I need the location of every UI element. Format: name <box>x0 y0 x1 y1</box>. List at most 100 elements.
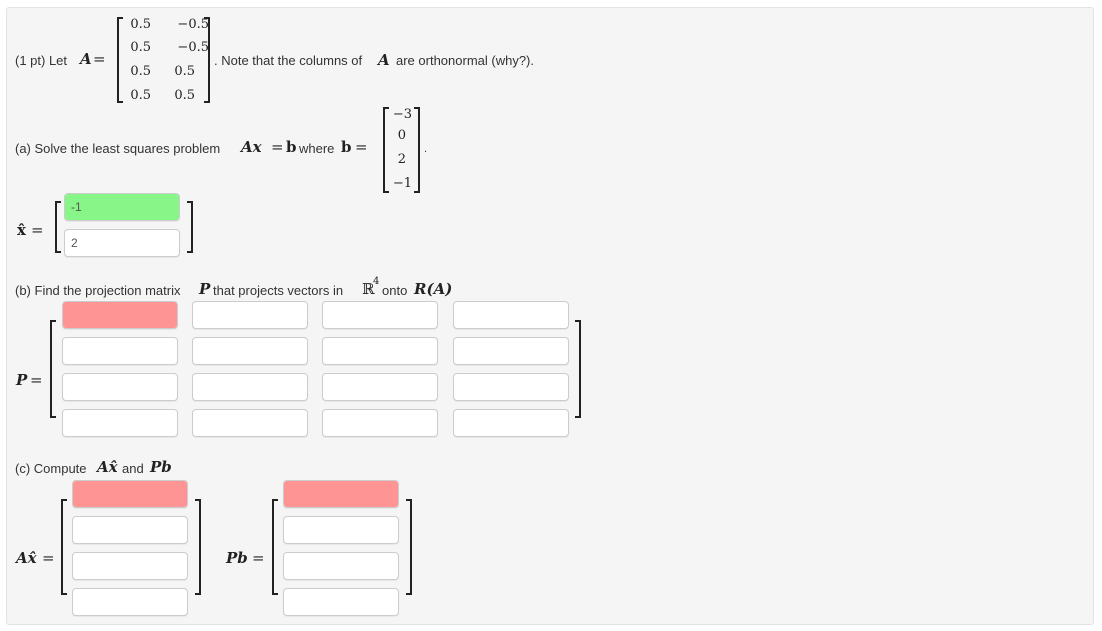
vector-b-cell: 2 <box>397 152 406 167</box>
matrix-a-cell: −0.5 <box>177 40 209 55</box>
ax-entry-4-input[interactable] <box>73 589 187 615</box>
p-entry-1-2[interactable] <box>192 301 308 329</box>
part-c-and: and <box>122 461 144 476</box>
p-entry-4-3[interactable] <box>322 409 438 437</box>
part-b-middle: that projects vectors in <box>213 283 344 298</box>
ax-entry-2[interactable] <box>72 516 188 544</box>
xhat-entry-1[interactable] <box>64 193 180 221</box>
part-c-prefix: (c) Compute <box>15 461 87 476</box>
p-entry-1-1-input[interactable] <box>63 302 177 328</box>
ax-entry-1-input[interactable] <box>73 481 187 507</box>
matrix-a-cell: 0.5 <box>174 64 195 79</box>
p-entry-1-3-input[interactable] <box>323 302 437 328</box>
p-entry-3-2[interactable] <box>192 373 308 401</box>
ax-label: Ax̂ <box>16 549 37 567</box>
pb-entry-4[interactable] <box>283 588 399 616</box>
matrix-a-cell: 0.5 <box>174 88 195 103</box>
ax-right-bracket <box>195 499 201 595</box>
matrix-a-cell: −0.5 <box>177 17 209 32</box>
part-c-expr1: Ax̂ <box>97 458 118 476</box>
p-entry-2-2[interactable] <box>192 337 308 365</box>
ax-left-bracket <box>61 499 67 595</box>
p-entry-4-2[interactable] <box>192 409 308 437</box>
p-entry-4-1[interactable] <box>62 409 178 437</box>
p-entry-3-1-input[interactable] <box>63 374 177 400</box>
matrix-a-cell: 0.5 <box>130 64 151 79</box>
p-entry-1-1[interactable] <box>62 301 178 329</box>
matrix-a-cell: 0.5 <box>130 88 151 103</box>
part-b-space-exp: 4 <box>373 276 380 287</box>
part-b-var-p: P <box>199 280 211 298</box>
p-entry-1-2-input[interactable] <box>193 302 307 328</box>
p-entry-4-4[interactable] <box>453 409 569 437</box>
vector-b-right-bracket <box>414 107 420 193</box>
pb-entry-3-input[interactable] <box>284 553 398 579</box>
xhat-entry-2[interactable] <box>64 229 180 257</box>
part-a-eq-rhs: b <box>286 138 297 156</box>
p-entry-4-4-input[interactable] <box>454 410 568 436</box>
b-equals: = <box>355 138 368 156</box>
p-entry-3-4[interactable] <box>453 373 569 401</box>
part-a-where: where <box>299 141 335 156</box>
pb-entry-3[interactable] <box>283 552 399 580</box>
pb-right-bracket <box>406 499 412 595</box>
p-entry-2-1[interactable] <box>62 337 178 365</box>
p-right-bracket <box>575 320 581 418</box>
p-entry-3-4-input[interactable] <box>454 374 568 400</box>
ax-entry-2-input[interactable] <box>73 517 187 543</box>
p-entry-2-4[interactable] <box>453 337 569 365</box>
p-entry-1-3[interactable] <box>322 301 438 329</box>
part-a-eq-lhs: Ax <box>241 138 262 156</box>
vector-b-period: . <box>424 143 428 155</box>
xhat-label: x̂ <box>17 221 26 239</box>
part-c-expr2: Pb <box>150 458 172 476</box>
p-entry-2-3-input[interactable] <box>323 338 437 364</box>
p-equals: = <box>30 371 43 389</box>
p-entry-3-2-input[interactable] <box>193 374 307 400</box>
p-entry-1-4[interactable] <box>453 301 569 329</box>
part-b-prefix: (b) Find the projection matrix <box>15 283 181 298</box>
ax-entry-1[interactable] <box>72 480 188 508</box>
xhat-equals: = <box>31 221 44 239</box>
p-entry-2-3[interactable] <box>322 337 438 365</box>
note-prefix: . Note that the columns of <box>214 53 363 68</box>
pb-entry-4-input[interactable] <box>284 589 398 615</box>
xhat-entry-1-input[interactable] <box>65 194 179 220</box>
p-entry-1-4-input[interactable] <box>454 302 568 328</box>
p-entry-2-1-input[interactable] <box>63 338 177 364</box>
ax-entry-3-input[interactable] <box>73 553 187 579</box>
xhat-entry-2-input[interactable] <box>65 230 179 256</box>
pb-entry-2[interactable] <box>283 516 399 544</box>
matrix-a-cell: 0.5 <box>130 40 151 55</box>
pb-entry-2-input[interactable] <box>284 517 398 543</box>
pb-equals: = <box>252 549 265 567</box>
p-label: P <box>16 371 28 389</box>
p-entry-2-2-input[interactable] <box>193 338 307 364</box>
matrix-a-cell: 0.5 <box>130 17 151 32</box>
pb-entry-1[interactable] <box>283 480 399 508</box>
xhat-right-bracket <box>187 201 193 253</box>
b-name: b <box>341 138 352 156</box>
matrix-a-right-bracket <box>204 17 210 103</box>
p-entry-3-1[interactable] <box>62 373 178 401</box>
ax-equals: = <box>42 549 55 567</box>
ax-entry-3[interactable] <box>72 552 188 580</box>
note-var: A <box>378 51 390 69</box>
p-entry-4-2-input[interactable] <box>193 410 307 436</box>
ax-entry-4[interactable] <box>72 588 188 616</box>
p-entry-3-3-input[interactable] <box>323 374 437 400</box>
vector-b-cell: −1 <box>392 176 412 191</box>
part-b-onto: onto <box>382 283 408 298</box>
vector-b-left-bracket <box>383 107 389 193</box>
p-entry-3-3[interactable] <box>322 373 438 401</box>
p-entry-4-3-input[interactable] <box>323 410 437 436</box>
matrix-a-left-bracket <box>117 17 123 103</box>
part-a-prefix: (a) Solve the least squares problem <box>15 141 221 156</box>
pb-entry-1-input[interactable] <box>284 481 398 507</box>
vector-b-cell: 0 <box>397 128 406 143</box>
points-label: (1 pt) Let <box>15 53 68 68</box>
p-entry-2-4-input[interactable] <box>454 338 568 364</box>
p-entry-4-1-input[interactable] <box>63 410 177 436</box>
equals-sign: = <box>93 50 106 68</box>
vector-b-cell: −3 <box>392 107 412 122</box>
